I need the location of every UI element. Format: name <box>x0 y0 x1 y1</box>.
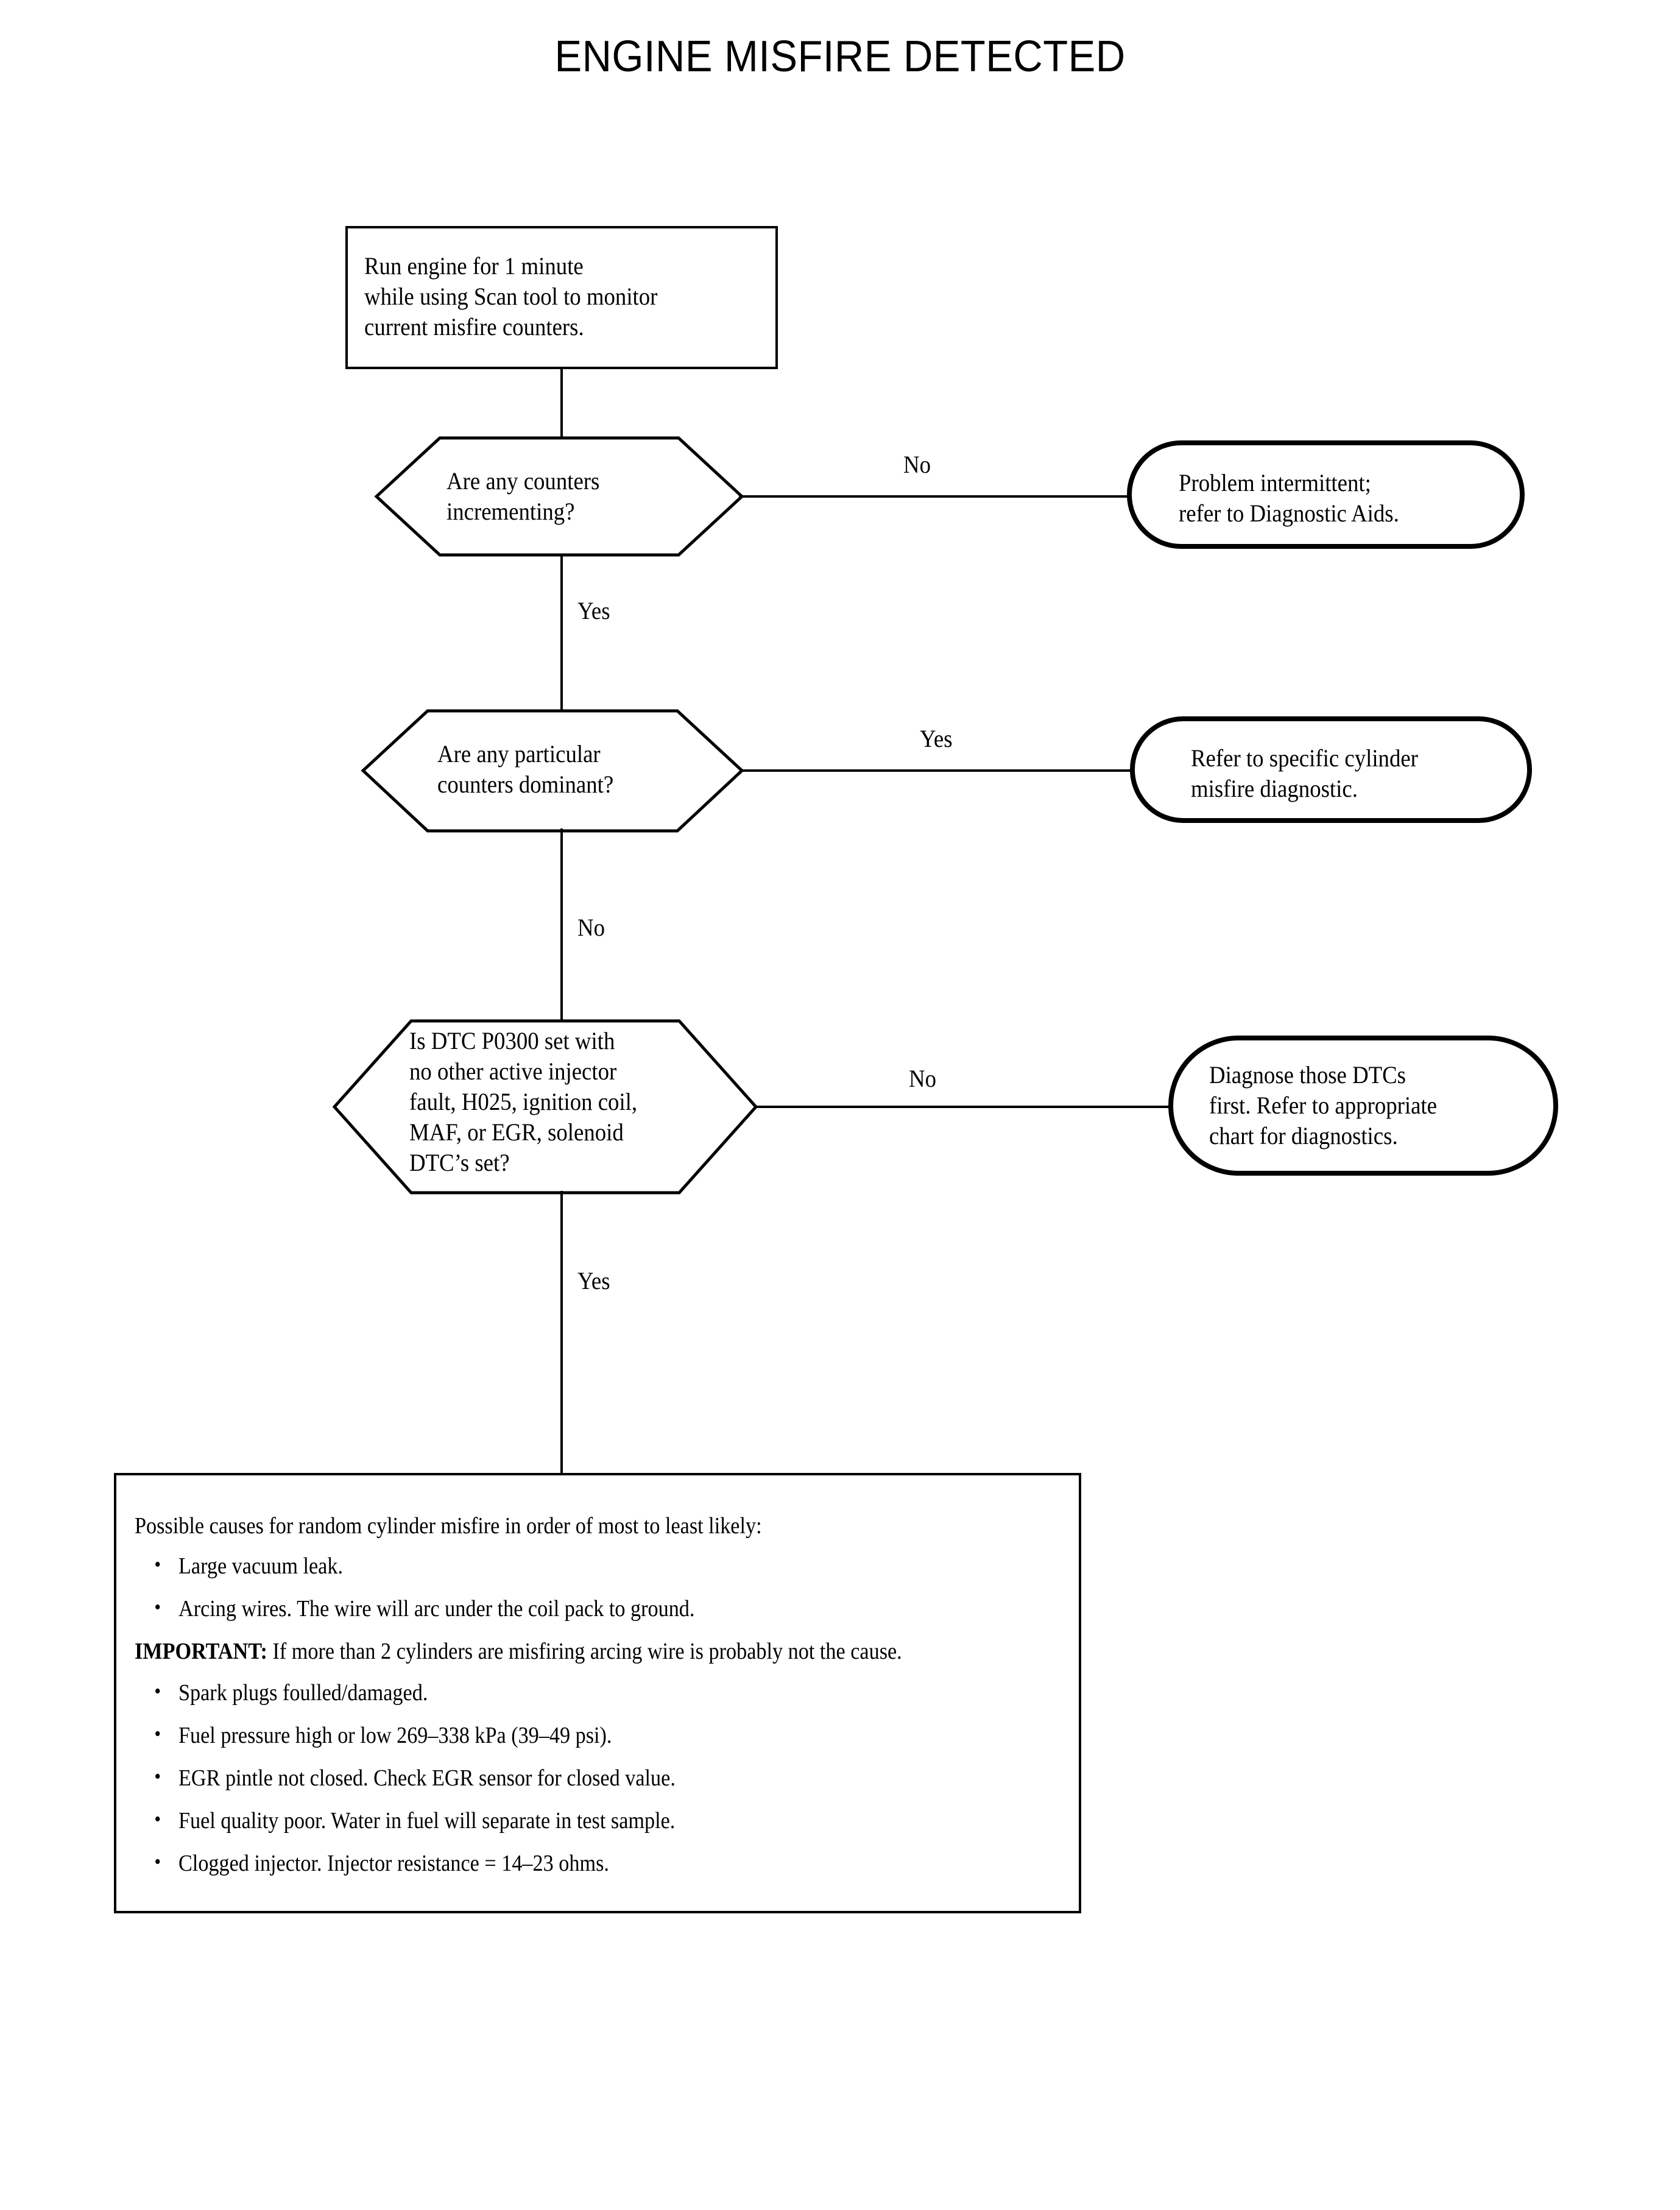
list-item: • Fuel pressure high or low 269–338 kPa … <box>135 1720 962 1751</box>
terminal-diagnose-those-dtcs-text: Diagnose those DTCs first. Refer to appr… <box>1209 1061 1437 1149</box>
important-label: IMPORTANT: <box>135 1639 267 1664</box>
list-item: • Large vacuum leak. <box>135 1551 962 1581</box>
decision-are-counters-incrementing <box>374 436 744 557</box>
list-item: • EGR pintle not closed. Check EGR senso… <box>135 1763 962 1793</box>
important-note: IMPORTANT: If more than 2 cylinders are … <box>135 1636 957 1667</box>
causes-lead-text: Possible causes for random cylinder misf… <box>135 1513 762 1539</box>
bullet-icon: • <box>154 1553 161 1576</box>
decision-is-dtc-p0300-set-text: Is DTC P0300 set with no other active in… <box>409 1027 638 1176</box>
connector-decision1-no <box>739 495 1129 498</box>
edge-label-decision2-yes: Yes <box>920 725 953 752</box>
page-title: ENGINE MISFIRE DETECTED <box>554 32 1126 81</box>
decision-are-counters-dominant <box>361 708 744 833</box>
list-item-label: EGR pintle not closed. Check EGR sensor … <box>178 1765 676 1791</box>
important-body: If more than 2 cylinders are misfiring a… <box>267 1639 902 1664</box>
bullet-icon: • <box>154 1680 161 1703</box>
bullet-icon: • <box>154 1851 161 1873</box>
edge-label-decision1-yes: Yes <box>577 597 610 624</box>
list-item: • Clogged injector. Injector resistance … <box>135 1848 962 1879</box>
list-item-label: Fuel quality poor. Water in fuel will se… <box>178 1808 676 1834</box>
bullet-icon: • <box>154 1596 161 1619</box>
connector-decision3-no <box>756 1106 1170 1108</box>
edge-label-decision1-no: No <box>903 451 931 478</box>
list-item-label: Spark plugs foulled/damaged. <box>178 1680 428 1706</box>
list-item: • Fuel quality poor. Water in fuel will … <box>135 1806 962 1836</box>
terminal-problem-intermittent <box>1127 440 1525 549</box>
process-box-run-engine-text: Run engine for 1 minute while using Scan… <box>364 252 658 341</box>
connector-decision2-yes <box>742 769 1132 772</box>
connector-decision3-yes <box>560 1191 563 1473</box>
terminal-problem-intermittent-text: Problem intermittent; refer to Diagnosti… <box>1179 469 1399 527</box>
edge-label-decision2-no: No <box>577 914 605 941</box>
connector-start-to-decision1 <box>560 369 563 440</box>
terminal-refer-specific-cylinder-text: Refer to specific cylinder misfire diagn… <box>1191 744 1418 802</box>
bullet-icon: • <box>154 1808 161 1830</box>
terminal-diagnose-those-dtcs <box>1168 1036 1558 1176</box>
list-item-label: Large vacuum leak. <box>178 1553 343 1579</box>
bullet-icon: • <box>154 1723 161 1745</box>
bullet-icon: • <box>154 1765 161 1788</box>
terminal-refer-specific-cylinder <box>1130 716 1532 823</box>
list-item: • Arcing wires. The wire will arc under … <box>135 1594 962 1624</box>
list-item-label: Arcing wires. The wire will arc under th… <box>178 1596 695 1622</box>
edge-label-decision3-no: No <box>909 1065 936 1092</box>
connector-decision2-no <box>560 828 563 1023</box>
list-item: • Spark plugs foulled/damaged. <box>135 1678 962 1708</box>
causes-list-bottom: • Spark plugs foulled/damaged. • Fuel pr… <box>135 1678 1054 1879</box>
process-box-run-engine <box>345 226 778 369</box>
causes-list-top: • Large vacuum leak. • Arcing wires. The… <box>135 1551 1054 1624</box>
list-item-label: Clogged injector. Injector resistance = … <box>178 1851 609 1876</box>
decision-are-counters-dominant-text: Are any particular counters dominant? <box>437 740 614 798</box>
possible-causes-content: Possible causes for random cylinder misf… <box>135 1511 1054 1891</box>
possible-causes-panel: Possible causes for random cylinder misf… <box>114 1473 1081 1913</box>
decision-are-counters-incrementing-text: Are any counters incrementing? <box>446 467 600 525</box>
list-item-label: Fuel pressure high or low 269–338 kPa (3… <box>178 1723 612 1748</box>
decision-is-dtc-p0300-set <box>332 1019 758 1195</box>
edge-label-decision3-yes: Yes <box>577 1267 610 1294</box>
connector-decision1-yes <box>560 556 563 713</box>
